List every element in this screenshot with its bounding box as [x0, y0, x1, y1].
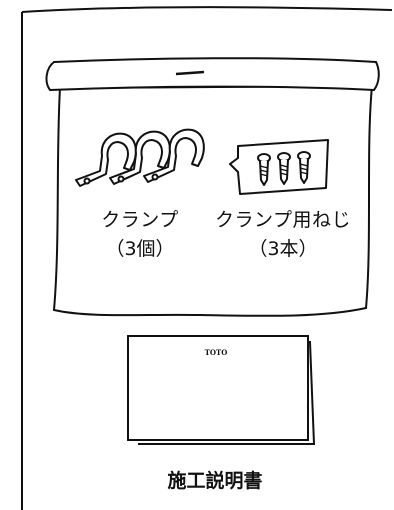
clamp-1: [75, 132, 137, 187]
screw-name-label: クランプ用ねじ: [215, 209, 351, 231]
clamp-qty-label: （3個）: [105, 238, 175, 260]
screw-1: [257, 153, 271, 186]
manual-title-label: 施工説明書: [167, 470, 263, 492]
screw-card: [229, 139, 329, 195]
screw-2: [277, 152, 291, 185]
clamp-3: [143, 128, 205, 183]
parts-bag: [45, 57, 380, 317]
screw-qty-label: （3本）: [248, 238, 318, 260]
outer-box: [21, 6, 393, 510]
clamp-illustration: [75, 128, 205, 187]
clamp-2: [109, 130, 171, 185]
clamp-name-label: クランプ: [101, 209, 179, 231]
manual-illustration: [127, 335, 316, 445]
screw-3: [297, 151, 311, 184]
manual-brand-logo: TOTO: [204, 348, 228, 357]
